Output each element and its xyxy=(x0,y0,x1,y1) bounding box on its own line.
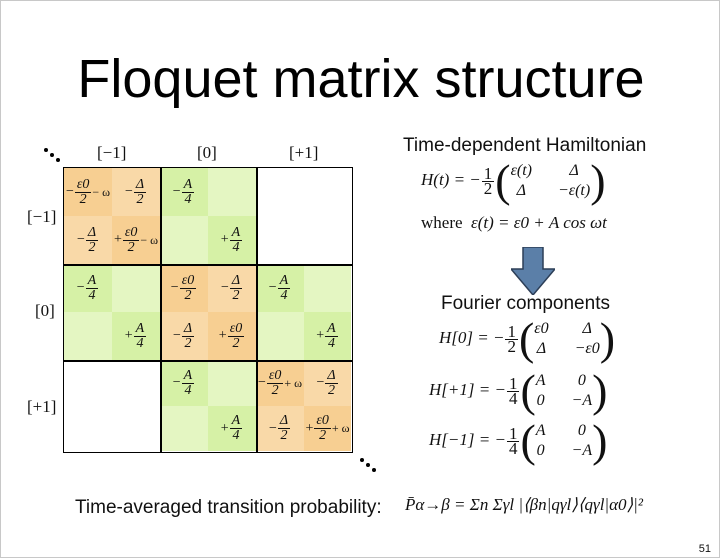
block-divider xyxy=(64,264,352,266)
col-label-minus1: [−1] xyxy=(97,143,127,162)
epsilon-definition: where ε(t) = ε0 + A cos ωt xyxy=(421,213,607,232)
diagonal-ellipsis-icon xyxy=(360,458,376,472)
down-arrow-icon xyxy=(511,247,555,295)
block-divider xyxy=(256,168,258,452)
matrix-cell xyxy=(64,312,112,360)
block-divider xyxy=(160,168,162,452)
matrix-cell xyxy=(256,312,304,360)
matrix-cell xyxy=(160,406,208,451)
matrix-cell xyxy=(208,360,256,406)
row-label-plus1: [+1] xyxy=(27,397,57,416)
fourier-heading: Fourier components xyxy=(441,293,610,314)
hamiltonian-heading: Time-dependent Hamiltonian xyxy=(403,135,647,156)
slide-title: Floquet matrix structure xyxy=(77,49,645,109)
matrix-cell xyxy=(304,264,351,312)
page-number: 51 xyxy=(698,543,711,555)
transition-probability-label: Time-averaged transition probability: xyxy=(75,497,382,518)
col-label-0: [0] xyxy=(197,143,217,162)
matrix-cell xyxy=(208,168,256,216)
row-label-minus1: [−1] xyxy=(27,207,57,226)
row-label-0: [0] xyxy=(35,301,55,320)
matrix-cell xyxy=(112,264,160,312)
block-divider xyxy=(64,360,352,362)
col-label-plus1: [+1] xyxy=(289,143,319,162)
transition-probability-formula: P̄α→β = Σn Σγl |⟨βn|qγl⟩⟨qγl|α0⟩|² xyxy=(405,495,643,514)
diagonal-ellipsis-icon xyxy=(44,148,60,162)
matrix-cell xyxy=(160,216,208,264)
